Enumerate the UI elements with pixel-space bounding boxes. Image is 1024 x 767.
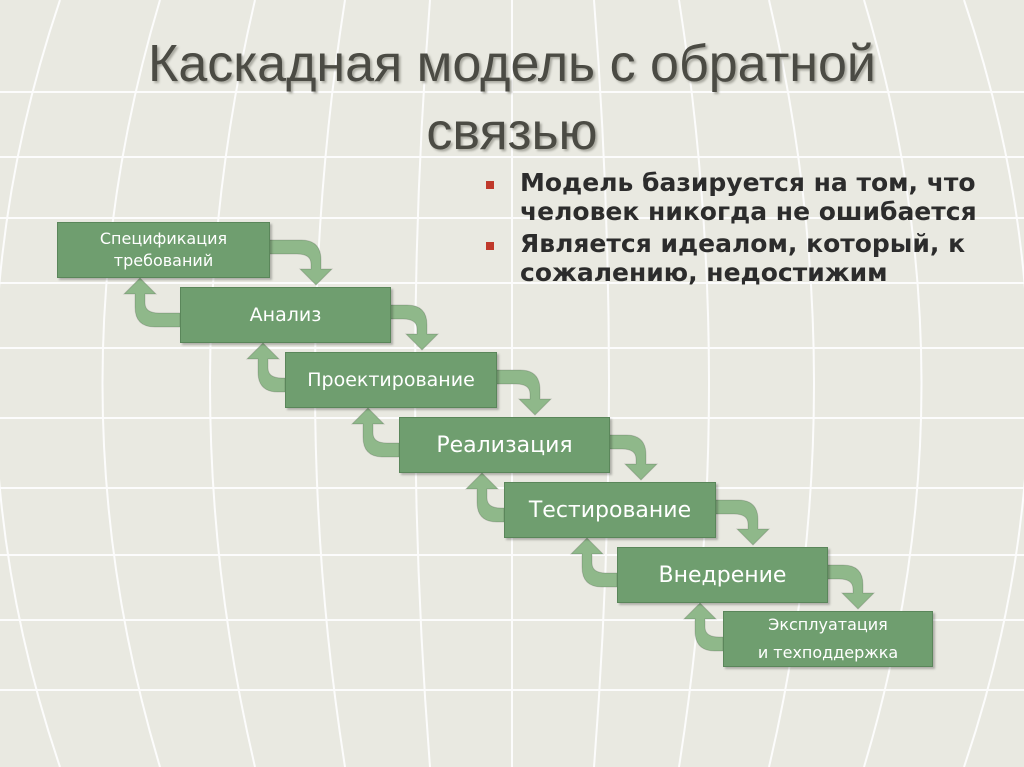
stage-box-specification: Спецификация требований	[57, 222, 270, 278]
stage-box-analysis: Анализ	[180, 287, 391, 343]
stage-box-testing: Тестирование	[504, 482, 716, 538]
stage-label: Проектирование	[307, 369, 475, 391]
stage-box-implementation: Реализация	[399, 417, 610, 473]
bullet-list: Модель базируется на том, что человек ни…	[478, 168, 1018, 290]
stage-box-operation: Эксплуатация и техподдержка	[723, 611, 933, 667]
stage-label: Реализация	[436, 432, 573, 458]
bullet-item: Является идеалом, который, к сожалению, …	[478, 229, 1018, 287]
bullet-square-icon	[486, 242, 494, 250]
bullet-item: Модель базируется на том, что человек ни…	[478, 168, 1018, 226]
stage-label: Эксплуатация и техподдержка	[757, 615, 899, 662]
stage-label: Тестирование	[528, 497, 692, 523]
slide-title-line1: Каскадная модель с обратной	[148, 35, 876, 93]
bullet-square-icon	[486, 181, 494, 189]
stage-label: Спецификация требований	[99, 229, 228, 270]
bullet-text: Является идеалом, который, к сожалению, …	[520, 229, 966, 287]
bullet-text: Модель базируется на том, что человек ни…	[520, 168, 977, 226]
stage-label: Внедрение	[658, 562, 787, 588]
stage-box-deployment: Внедрение	[617, 547, 828, 603]
stage-label: Анализ	[249, 304, 322, 326]
stage-box-design: Проектирование	[285, 352, 497, 408]
slide-title-line2: связью	[426, 103, 598, 161]
